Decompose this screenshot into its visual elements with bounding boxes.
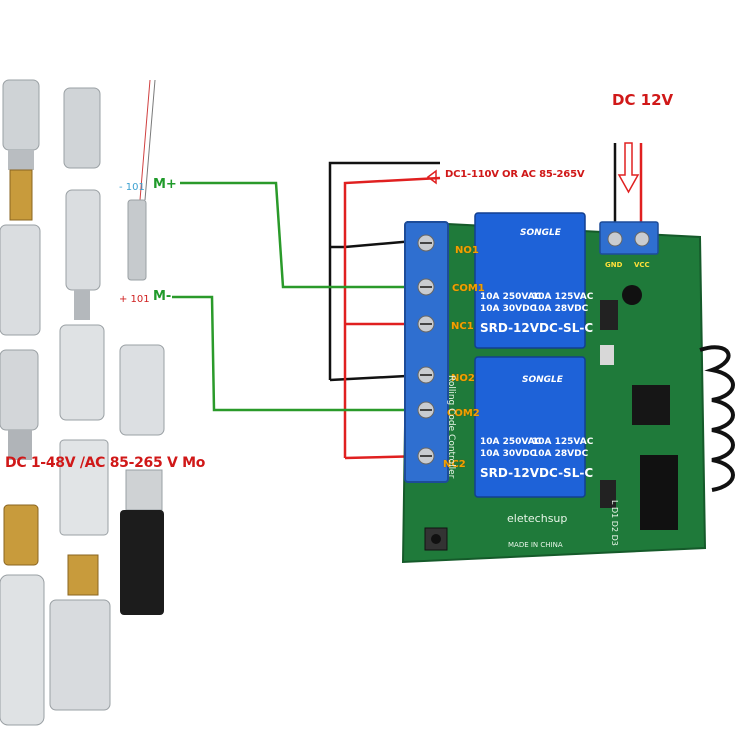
- relay-2-spec-c: 10A 30VDC: [480, 449, 537, 459]
- relay-2-spec-a: 10A 250VAC: [480, 437, 542, 447]
- motor-polarity-top: - 101: [119, 182, 145, 193]
- motor-minus-label: M-: [153, 289, 172, 304]
- terminal-nc2-label: NC2: [443, 459, 466, 470]
- relay-1-spec-b: 10A 125VAC: [532, 292, 594, 302]
- input-voltage-label: DC1-110V OR AC 85-265V: [445, 169, 585, 180]
- terminal-com2-label: COM2: [447, 408, 480, 419]
- terminal-no1-label: NO1: [455, 245, 479, 256]
- relay-board: [401, 212, 735, 564]
- relay-2-spec-d: 10A 28VDC: [532, 449, 589, 459]
- board-origin: MADE IN CHINA: [508, 541, 563, 549]
- relay-1-spec-c: 10A 30VDC: [480, 304, 537, 314]
- terminal-screws: [417, 234, 435, 465]
- gnd-pin-label: GND: [605, 261, 623, 269]
- relay-2-spec-b: 10A 125VAC: [532, 437, 594, 447]
- motor-column-3: [119, 79, 165, 615]
- terminal-nc1-label: NC1: [451, 321, 474, 332]
- dc-12v-label: DC 12V: [612, 91, 674, 109]
- relay-2-brand: SONGLE: [522, 375, 563, 385]
- motor-plus-label: M+: [153, 177, 177, 192]
- terminal-com1-label: COM1: [452, 283, 485, 294]
- vcc-pin-label: VCC: [634, 261, 650, 269]
- motor-column-2: [49, 87, 111, 711]
- jumper-labels: L D1 D2 D3: [610, 500, 619, 546]
- terminal-no2-label: NO2: [451, 373, 475, 384]
- relay-1-brand: SONGLE: [520, 228, 561, 238]
- motor-polarity-bottom: + 101: [119, 294, 150, 305]
- relay-1-model: SRD-12VDC-SL-C: [480, 321, 594, 335]
- motor-voltage-caption: DC 1-48V /AC 85-265 V Mo: [5, 455, 206, 471]
- relay-1-spec-d: 10A 28VDC: [532, 304, 589, 314]
- relay-2-model: SRD-12VDC-SL-C: [480, 466, 594, 480]
- board-side-text: Rolling Code Controller: [446, 375, 456, 479]
- board-brand: eletechsup: [507, 512, 568, 525]
- motor-column-1: [0, 79, 45, 726]
- relay-1-spec-a: 10A 250VAC: [480, 292, 542, 302]
